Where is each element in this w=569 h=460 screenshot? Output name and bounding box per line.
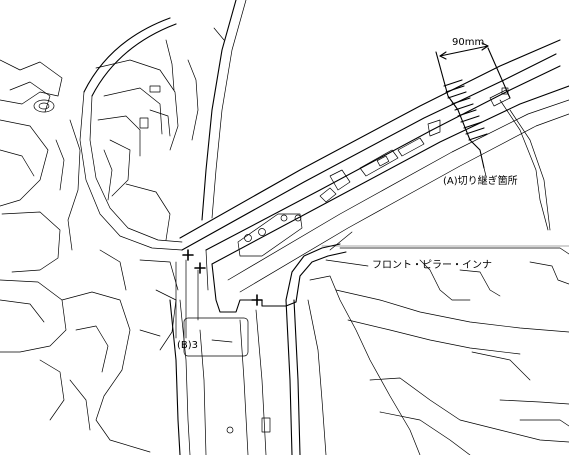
cut-point-label: (A)切り継ぎ箇所 — [443, 176, 518, 187]
weld-point-1-icon — [182, 249, 194, 261]
dimension-90mm — [439, 42, 489, 60]
dimension-label: 90mm — [452, 37, 485, 48]
background-structure — [0, 0, 301, 456]
cut-line-a — [435, 47, 511, 169]
weld-point-3-icon — [251, 294, 263, 306]
part-name-label: フロント・ピラー・インナ — [372, 260, 492, 271]
weld-point-2-icon — [194, 262, 206, 274]
cut-hatch-marks — [443, 79, 488, 141]
rear-structure — [307, 99, 569, 456]
weld-ref-label: (B)3 — [177, 340, 199, 351]
weld-points — [182, 249, 263, 306]
front-pillar-inner — [179, 39, 569, 313]
leader-lines — [175, 167, 487, 339]
